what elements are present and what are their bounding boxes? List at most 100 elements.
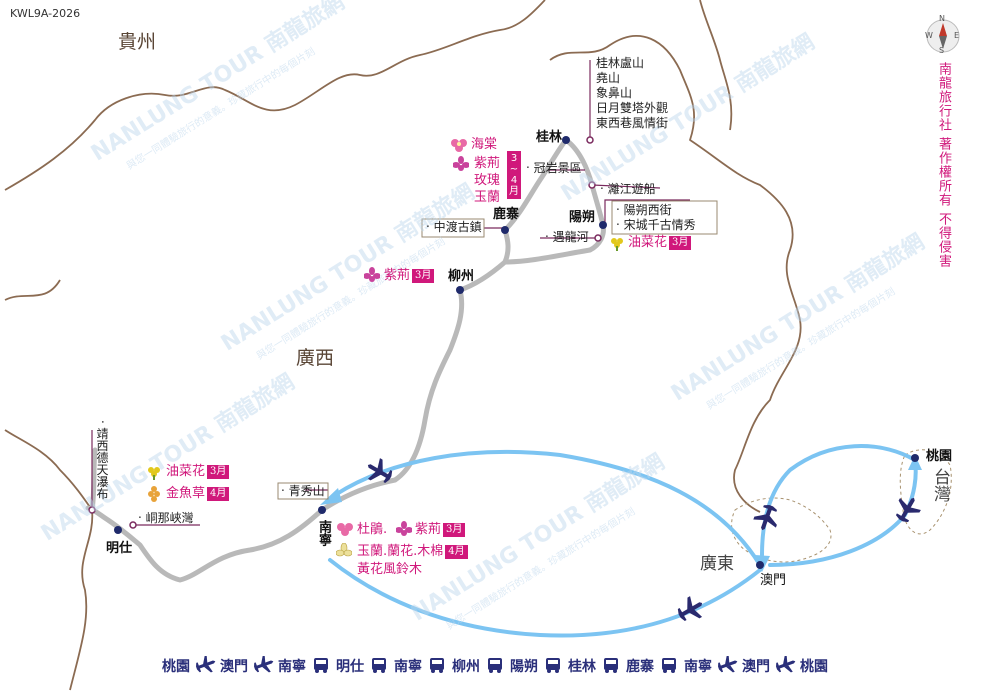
- guilin-spot: 東西巷風情街: [596, 116, 669, 130]
- compass-n: N: [939, 14, 945, 23]
- city-markers: [114, 136, 919, 569]
- plane-markers: [367, 458, 921, 622]
- itinerary-route-bar: 桃園澳門南寧明仕南寧柳州陽朔桂林鹿寨南寧澳門桃園: [0, 656, 990, 676]
- spot-tongna: ‧ 峒那峽灣: [138, 511, 194, 525]
- month-badge: 4月: [445, 545, 468, 559]
- province-borders: [4, 0, 802, 691]
- bus-icon: [314, 658, 328, 673]
- compass-s: S: [939, 46, 945, 55]
- guilin-spot-list: 桂林盧山 堯山 象鼻山 日月雙塔外觀 東西巷風情街: [596, 56, 668, 131]
- route-stop: 桃園: [800, 659, 828, 675]
- flower-icon: [148, 486, 160, 502]
- route-stop: 南寧: [684, 659, 712, 675]
- plane-icon: [196, 656, 216, 673]
- city-mingshi: 明仕: [106, 541, 133, 556]
- pearl-river-delta: [731, 449, 952, 563]
- road-mingshi-detian: [89, 447, 98, 513]
- city-liuzhou: 柳州: [448, 269, 475, 284]
- plane-icon: [753, 505, 777, 531]
- plane-icon: [776, 656, 796, 673]
- route-stop: 桃園: [162, 659, 190, 675]
- spot-leader-lines: [91, 60, 690, 526]
- flower-icon: [451, 139, 467, 152]
- plane-icon: [677, 596, 703, 622]
- city-nanning: 南寧: [316, 520, 331, 546]
- guangdong-border-east: [699, 0, 733, 131]
- plane-icon: [718, 656, 738, 673]
- plane-icon: [254, 656, 274, 673]
- city-taoyuan: 桃園: [926, 449, 953, 464]
- route-stop: 柳州: [452, 659, 480, 675]
- flower-icon: [611, 238, 623, 251]
- flower-luzhai-2: 紫荊: [474, 156, 501, 171]
- spot-qingxiu: ‧ 青秀山: [281, 484, 325, 498]
- road-nanning-mingshi: [85, 505, 325, 583]
- bus-icon: [604, 658, 618, 673]
- compass-w: W: [925, 31, 933, 40]
- plane-icon: [367, 458, 393, 484]
- province-guangdong: 廣東: [700, 554, 734, 574]
- flower-luzhai-1: 海棠: [471, 137, 498, 152]
- flower-icon: [364, 267, 380, 282]
- guangxi-guangdong-border: [549, 35, 802, 513]
- bus-icon: [488, 658, 502, 673]
- flight-paths: [328, 444, 918, 638]
- copyright-notice: 南龍旅行社 著作權所有 不得侵害: [936, 62, 951, 269]
- guilin-spot: 日月雙塔外觀: [596, 101, 669, 115]
- city-luzhai: 鹿寨: [493, 207, 520, 222]
- flower-luzhai-3: 玫瑰: [474, 173, 501, 188]
- route-stop: 澳門: [742, 659, 770, 675]
- vietnam-border: [4, 429, 94, 691]
- route-stop: 明仕: [336, 659, 364, 675]
- flower-icon: [337, 523, 353, 536]
- flower-luzhai-4: 玉蘭: [474, 190, 501, 205]
- month-badge: 4月: [207, 487, 230, 501]
- month-badge: 3 ~ 4 月: [507, 151, 521, 199]
- flower-icon: [396, 521, 412, 536]
- route-stop: 澳門: [220, 659, 248, 675]
- route-stop: 南寧: [394, 659, 422, 675]
- road-luzhai-guilin: [502, 137, 569, 233]
- province-guangxi: 廣西: [296, 347, 335, 369]
- month-badge: 3月: [669, 236, 692, 250]
- flower-nanning-1: 杜鵑.: [357, 522, 388, 537]
- bus-icon: [372, 658, 386, 673]
- road-nanning-liuzhou: [319, 287, 465, 513]
- route-stop: 南寧: [278, 659, 306, 675]
- compass-e: E: [954, 31, 960, 40]
- guilin-spot: 象鼻山: [596, 86, 633, 100]
- guilin-spot: 桂林盧山: [596, 56, 645, 70]
- flower-icon: [148, 467, 160, 480]
- flight-nanning-macau: [328, 558, 762, 638]
- flower-icon: [453, 156, 469, 171]
- route-stop: 陽朔: [510, 659, 538, 675]
- guizhou-west-border: [4, 279, 61, 301]
- spot-detian-waterfall: ‧ 靖西德天瀑布: [95, 420, 109, 500]
- spot-songcheng-show: ‧ 宋城千古情秀: [616, 218, 696, 232]
- map-code: KWL9A-2026: [10, 7, 81, 20]
- guilin-spot: 堯山: [596, 71, 621, 85]
- road-network: [85, 137, 606, 583]
- month-badge: 3月: [443, 523, 466, 537]
- guizhou-guangxi-border: [4, 0, 546, 191]
- spot-yulong: ‧ 遇龍河: [545, 230, 589, 244]
- bus-icon: [546, 658, 560, 673]
- flight-macau-taoyuan: [768, 460, 918, 567]
- spot-guanyan: ‧ 冠岩景區: [526, 161, 582, 175]
- city-guilin: 桂林: [536, 130, 563, 145]
- city-macau: 澳門: [760, 573, 787, 588]
- spot-zhongdu: ‧ 中渡古鎮: [426, 220, 482, 234]
- compass-icon: [926, 19, 960, 53]
- spot-boxes: [277, 200, 718, 500]
- bus-icon: [430, 658, 444, 673]
- road-liuzhou-yangshuo: [502, 222, 606, 265]
- bus-icon: [662, 658, 676, 673]
